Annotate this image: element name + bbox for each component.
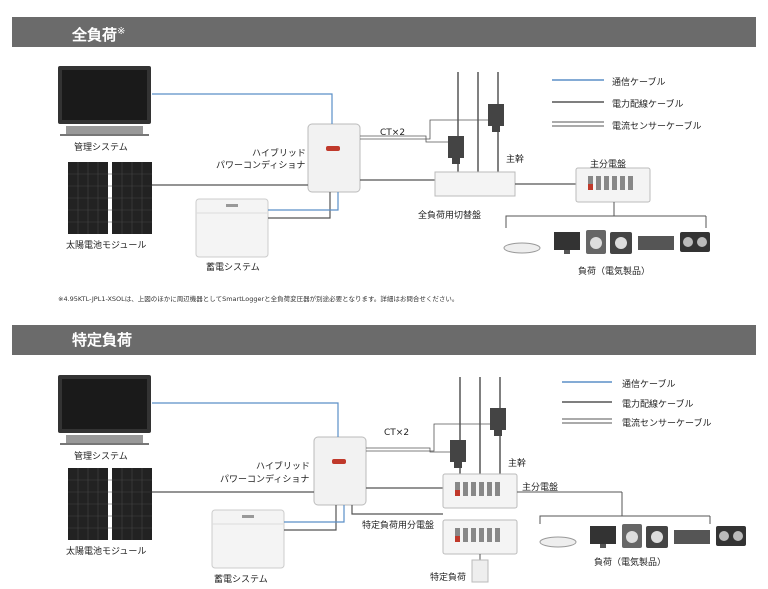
s1-label-ct: CT×2 [380,128,406,138]
s2-specific-panel-icon [442,519,518,555]
s1-ct-icon-1 [448,136,464,164]
s2-battery-icon [211,509,285,569]
s2-label-ct: CT×2 [384,428,410,438]
s2-label-management: 管理システム [74,452,128,462]
s1-footnote: ※4.95KTL-JPL1-XSOLは、上図のほかに周辺機器としてSmartLo… [58,295,459,303]
s2-label-main-panel: 主分電盤 [522,483,559,493]
s1-label-inverter-2: パワーコンディショナ [216,161,306,171]
s2-label-specific-panel: 特定負荷用分電盤 [362,521,435,531]
s1-solar-icon [67,161,153,235]
s2-label-inverter-1: ハイブリッド [256,462,310,472]
s1-main-panel-icon [575,167,651,203]
s2-solar-icon [67,467,153,541]
s2-specific-load-icon [471,559,489,583]
s2-label-trunk: 主幹 [508,459,527,469]
s1-monitor-icon [58,66,151,136]
s1-legend-comm: 通信ケーブル [612,78,666,88]
s1-battery-icon [195,198,269,258]
s2-main-panel-icon [442,473,518,509]
s2-legend-comm: 通信ケーブル [622,380,676,390]
s1-legend-power: 電力配線ケーブル [612,100,684,110]
s2-label-inverter-2: パワーコンディショナ [220,475,310,485]
s2-label-specific-load: 特定負荷 [430,573,467,583]
s2-ct-icon-1 [450,440,466,468]
s1-label-main-panel: 主分電盤 [590,160,627,170]
s2-legend-power: 電力配線ケーブル [622,400,694,410]
s2-label-storage: 蓄電システム [214,575,268,585]
s1-label-switchboard: 全負荷用切替盤 [418,211,482,221]
s1-ct-icon-2 [488,104,504,132]
s1-label-solar: 太陽電池モジュール [66,241,147,251]
s1-label-inverter-1: ハイブリッド [252,149,306,159]
section1-header: 全負荷※ [12,17,756,47]
s2-inverter-icon [313,436,367,506]
section1-title: 全負荷 [72,26,118,44]
s1-label-load: 負荷（電気製品） [578,267,651,277]
s2-label-solar: 太陽電池モジュール [66,547,147,557]
s1-label-management: 管理システム [74,143,128,153]
s1-appliances-icon [503,229,711,255]
section2-header: 特定負荷 [12,325,756,355]
s1-inverter-icon [307,123,361,193]
s2-appliances-icon [539,523,747,549]
s2-label-load: 負荷（電気製品） [594,558,667,568]
s2-monitor-icon [58,375,151,445]
s1-label-storage: 蓄電システム [206,263,260,273]
s1-switchboard-icon [434,171,516,197]
section1-title-mark: ※ [117,26,126,37]
s2-legend-sensor: 電流センサーケーブル [622,419,712,429]
s2-ct-icon-2 [490,408,506,436]
s1-legend-sensor: 電流センサーケーブル [612,122,702,132]
section2-title: 特定負荷 [72,331,133,349]
s1-label-trunk: 主幹 [506,155,525,165]
